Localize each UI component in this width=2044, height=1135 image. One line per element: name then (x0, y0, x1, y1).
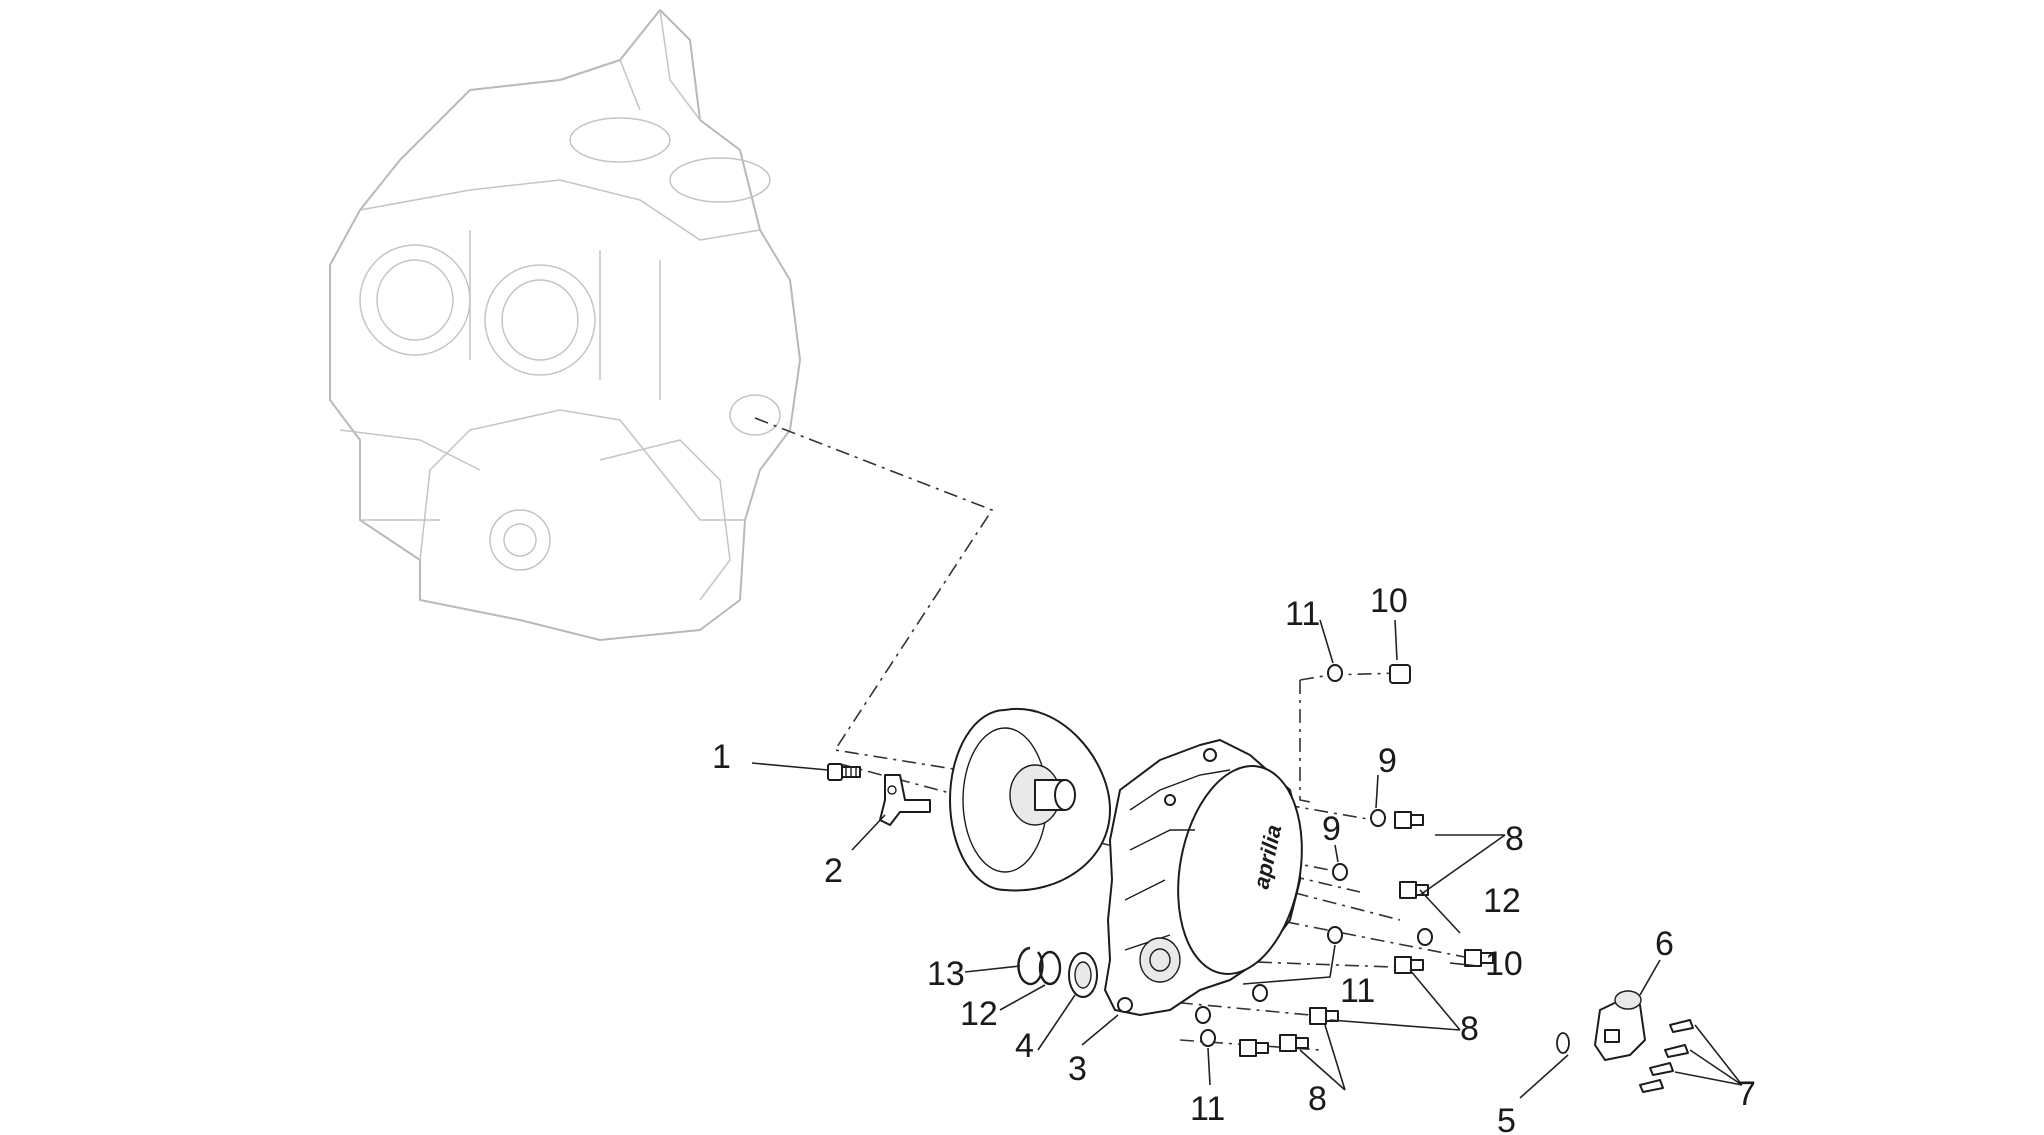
part-2-bracket (879, 774, 931, 826)
part-4-seal (1068, 952, 1098, 998)
callout-12-right: 12 (1483, 882, 1521, 920)
callout-11-middle: 11 (1340, 972, 1375, 1010)
callout-8-upper: 8 (1505, 820, 1524, 858)
part-6-fitting (1594, 990, 1646, 1061)
callout-6: 6 (1655, 925, 1674, 963)
washers (1195, 664, 1433, 1047)
callout-4: 4 (1015, 1027, 1034, 1065)
callout-11-top: 11 (1285, 595, 1320, 633)
part-rotor-flywheel (949, 707, 1111, 892)
callout-9-lower: 9 (1322, 810, 1341, 848)
leader-lines (751, 619, 1743, 1099)
callout-10-top: 10 (1370, 582, 1408, 620)
part-5-oring (1556, 1032, 1570, 1054)
callout-8-bottom: 8 (1308, 1080, 1327, 1118)
callout-5: 5 (1497, 1102, 1516, 1135)
part-12-oring-left (1038, 950, 1062, 986)
callout-9-upper: 9 (1378, 742, 1397, 780)
callout-7: 7 (1737, 1075, 1756, 1113)
part-3-cover: aprilia (1104, 739, 1303, 1016)
callout-13: 13 (927, 955, 965, 993)
callout-2: 2 (824, 852, 843, 890)
callout-3: 3 (1068, 1050, 1087, 1088)
part-13-circlip (1017, 946, 1044, 986)
callout-12-left: 12 (960, 995, 998, 1033)
part-7-screws (1639, 1019, 1694, 1093)
callout-10-right: 10 (1485, 945, 1523, 983)
part-1-bolt (827, 763, 861, 781)
callout-1: 1 (712, 738, 731, 776)
callout-11-bottom: 11 (1190, 1090, 1225, 1128)
callout-8-middle: 8 (1460, 1010, 1479, 1048)
bolts (1239, 664, 1494, 1057)
callout-labels: 1 2 3 4 12 13 11 10 9 9 8 12 10 11 8 11 … (712, 582, 1756, 1135)
engine-crankcase (329, 9, 801, 641)
